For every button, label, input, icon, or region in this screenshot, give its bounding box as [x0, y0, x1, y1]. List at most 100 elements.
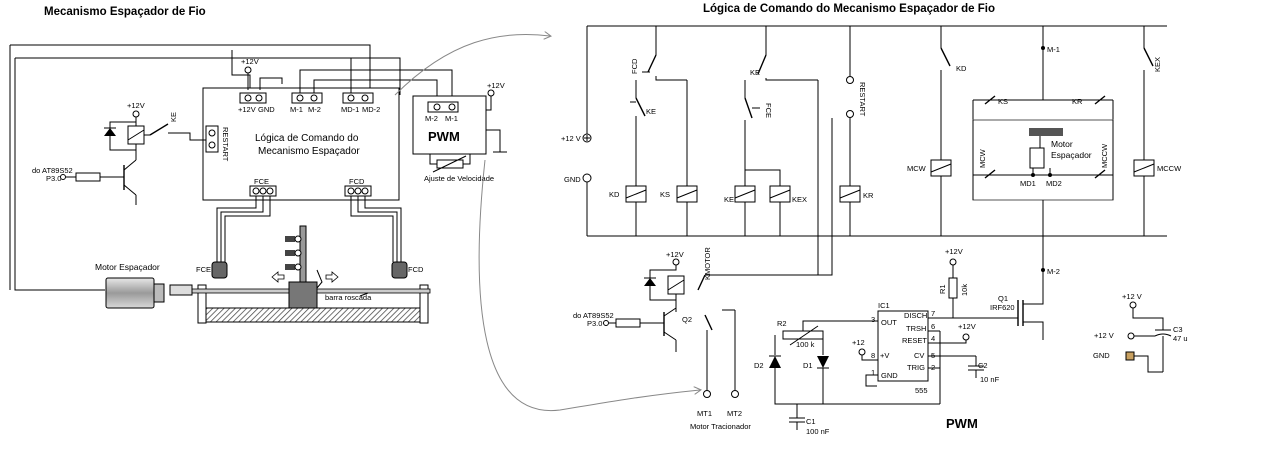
pwm-pin-m2: M-2	[425, 114, 438, 123]
left-motor-label: Motor Espaçador	[95, 262, 160, 272]
r1-supply: +12V	[945, 247, 963, 256]
q1-name: Q1	[998, 294, 1008, 303]
c2-name: C2	[978, 361, 988, 370]
right-m1-label: M-1	[1047, 45, 1060, 54]
mccw-switch-label: MCCW	[1100, 143, 1109, 168]
restart-label: RESTART	[858, 82, 867, 117]
r2-name: R2	[777, 319, 787, 328]
pin-fce: FCE	[254, 177, 269, 186]
ic1-pin-trsh: TRSH	[906, 324, 926, 333]
q1-part: IRF620	[990, 303, 1015, 312]
pin-restart: RESTART	[221, 127, 230, 162]
relay-ke-label: KE	[169, 112, 178, 122]
ic1-num-out: 3	[871, 315, 875, 324]
left-screw-label: barra roscada	[325, 293, 372, 302]
pwm-section-title: PWM	[946, 416, 978, 431]
ic1-pin-trig: TRIG	[907, 363, 925, 372]
mcu-line2: P3.0	[46, 174, 61, 183]
c2-value: 10 nF	[980, 375, 1000, 384]
pin-md2: MD-2	[362, 105, 380, 114]
left-supply-top: +12V	[241, 57, 259, 66]
ic1-num-gnd: 1	[871, 368, 875, 377]
right-m2-label: M-2	[1047, 267, 1060, 276]
motor-line1: Motor	[1051, 139, 1073, 149]
coil-mccw-label: MCCW	[1157, 164, 1182, 173]
c3-supply-top: +12 V	[1122, 292, 1142, 301]
ic1-num-disch: 7	[931, 309, 935, 318]
logic-block-line1: Lógica de Comando do	[255, 133, 359, 144]
arrow-to-logic	[394, 34, 550, 96]
coil-mcw-label: MCW	[907, 164, 927, 173]
c1-name: C1	[806, 417, 816, 426]
relay-supply: +12V	[127, 101, 145, 110]
ic1-pin-disch: DISCH	[904, 311, 927, 320]
right-mcu-line2: P3.0	[587, 319, 602, 328]
logic-command-block	[202, 87, 400, 201]
d2-label: D2	[754, 361, 764, 370]
coil-ks-label: KS	[660, 190, 670, 199]
ic1-num-reset: 4	[931, 334, 935, 343]
left-mechanism-diagram: Lógica de Comando do Mecanismo Espaçador…	[9, 44, 507, 324]
sw-fcd-label: FCD	[630, 58, 639, 74]
left-sensor-fce: FCE	[196, 265, 211, 274]
pin-m2: M-2	[308, 105, 321, 114]
pin-gnd: GND	[258, 105, 275, 114]
d1-label: D1	[803, 361, 813, 370]
coil-ke-label: KE	[724, 195, 734, 204]
c3-gnd: GND	[1093, 351, 1110, 360]
kmotor-relay-supply: +12V	[666, 250, 684, 259]
pwm-supply: +12V	[487, 81, 505, 90]
pwm-block-label: PWM	[428, 129, 460, 144]
sw-kex-label: KEX	[1153, 57, 1162, 72]
sw-fce-label: FCE	[764, 103, 773, 118]
ic1-pin-reset: RESET	[902, 336, 927, 345]
kmotor-label: KMOTOR	[703, 247, 712, 280]
pin-md1: MD-1	[341, 105, 359, 114]
c3-value: 47 u	[1173, 334, 1188, 343]
coil-kr-label: KR	[863, 191, 874, 200]
md1-label: MD1	[1020, 179, 1036, 188]
logic-block-line2: Mecanismo Espaçador	[258, 146, 360, 157]
ic1-pin-gnd: GND	[881, 371, 898, 380]
ic1-555	[877, 310, 929, 382]
ic1-num-trsh: 6	[931, 322, 935, 331]
pin-fcd: FCD	[349, 177, 365, 186]
ic1-pin-v: +V	[880, 351, 889, 360]
arrow-to-pwm	[478, 159, 700, 412]
r1-name: R1	[938, 284, 947, 294]
ic1-pin-cv: CV	[914, 351, 924, 360]
coil-kd-label: KD	[609, 190, 620, 199]
sw-kd-label: KD	[956, 64, 967, 73]
left-sensor-fcd: FCD	[408, 265, 424, 274]
c3-supply-right: +12 V	[1094, 331, 1114, 340]
right-mcu-line1: do AT89S52	[573, 311, 614, 320]
ic1-part: 555	[915, 386, 928, 395]
ic1-num-v: 8	[871, 351, 875, 360]
mcu-line1: do AT89S52	[32, 166, 73, 175]
r1-value: 10k	[960, 284, 969, 296]
mt2-label: MT2	[727, 409, 742, 418]
motor-line2: Espaçador	[1051, 150, 1092, 160]
pwm-pin-m1: M-1	[445, 114, 458, 123]
left-title: Mecanismo Espaçador de Fio	[44, 6, 206, 18]
coil-kex-label: KEX	[792, 195, 807, 204]
ic1-pin-out: OUT	[881, 318, 897, 327]
pin-12v: +12V	[238, 105, 256, 114]
sw-kr-label: KR	[1072, 97, 1083, 106]
right-supply-12v: +12 V	[561, 134, 581, 143]
ic-reset-supply: +12V	[958, 322, 976, 331]
sw-ke-label-1: KE	[646, 107, 656, 116]
mcw-switch-label: MCW	[978, 148, 987, 168]
md2-label: MD2	[1046, 179, 1062, 188]
c1-value: 100 nF	[806, 427, 830, 436]
r2-value: 100 k	[796, 340, 815, 349]
right-title: Lógica de Comando do Mecanismo Espaçador…	[703, 3, 995, 15]
mt1-label: MT1	[697, 409, 712, 418]
motor-trac-label: Motor Tracionador	[690, 422, 751, 431]
ic1-name: IC1	[878, 301, 890, 310]
ic-supply: +12	[852, 338, 865, 347]
right-gnd: GND	[564, 175, 581, 184]
base-platform	[202, 307, 429, 323]
pin-m1: M-1	[290, 105, 303, 114]
